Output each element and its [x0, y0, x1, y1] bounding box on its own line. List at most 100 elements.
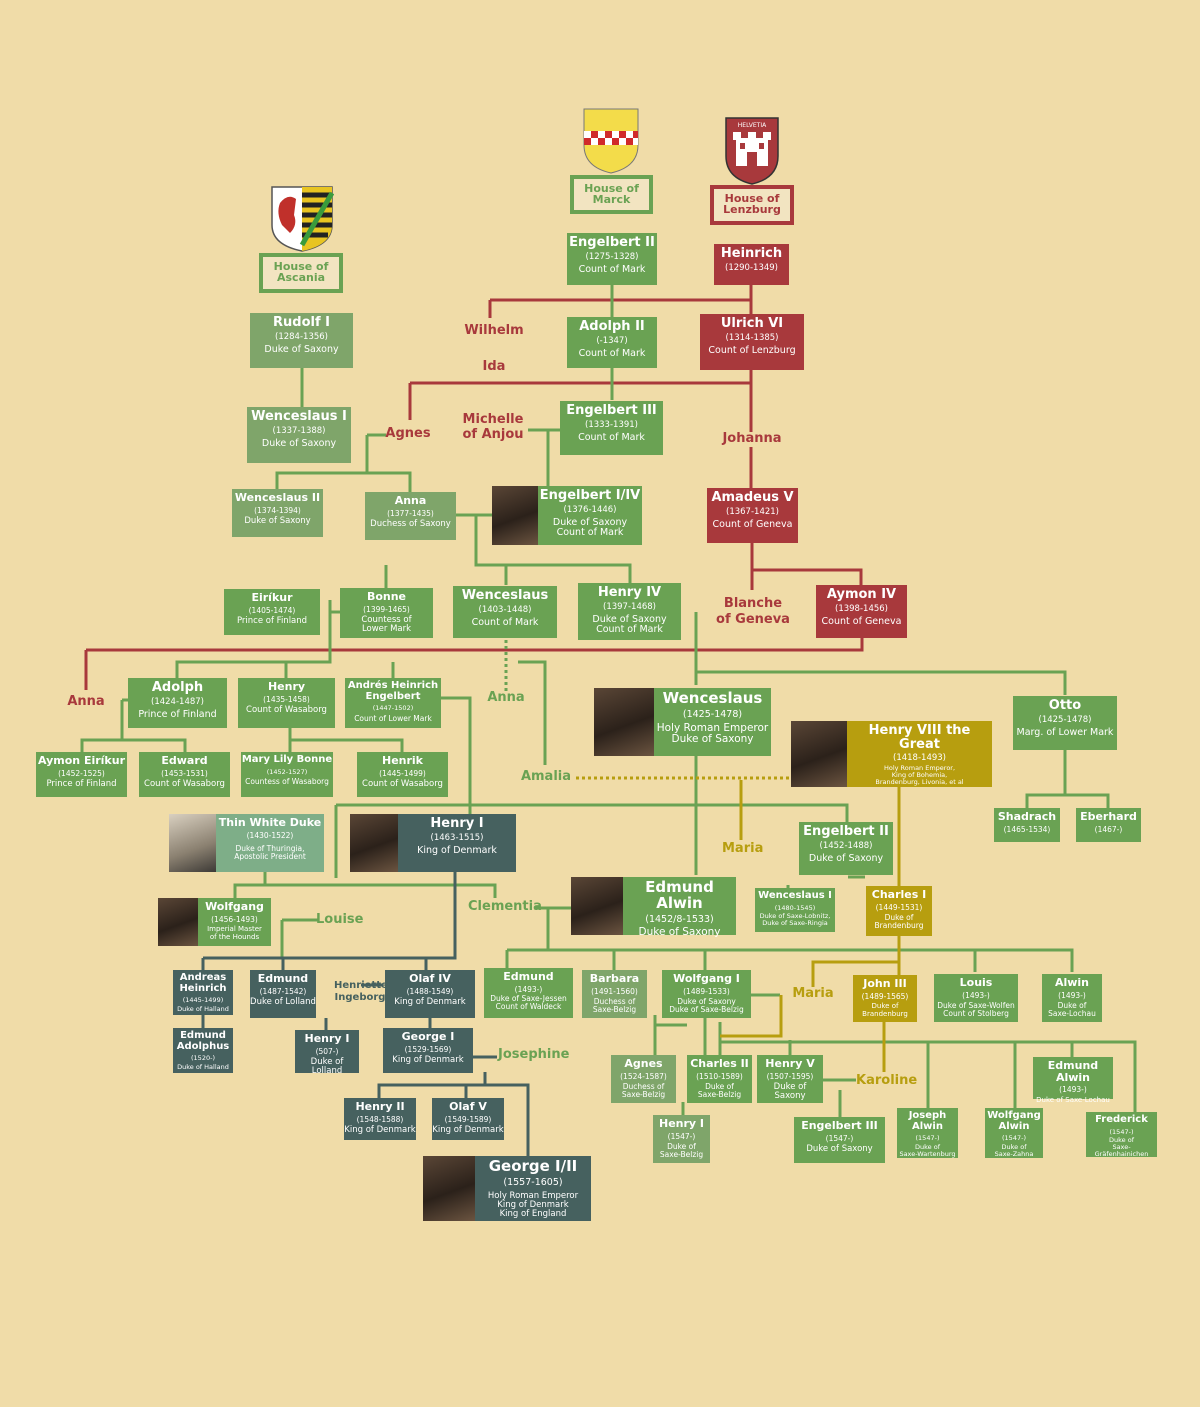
person-henry-i-denmark[interactable]: Henry I(1463-1515)King of Denmark: [398, 814, 516, 872]
person-henry-ii[interactable]: Henry II(1548-1588)King of Denmark: [344, 1098, 416, 1140]
portrait-engelbert-i-iv: [492, 486, 538, 545]
person-henrik[interactable]: Henrik(1445-1499)Count of Wasaborg: [357, 752, 448, 797]
title: Duke of Saxony: [773, 1082, 807, 1102]
name: Andrés Heinrich: [347, 680, 439, 691]
title: King of Denmark: [344, 1125, 416, 1136]
title2: King of Denmark: [497, 1199, 569, 1210]
dates: (1489-1533): [683, 986, 730, 996]
person-engelbert-ii[interactable]: Engelbert II(1275-1328)Count of Mark: [567, 233, 657, 285]
person-ulrich-vi[interactable]: Ulrich VI(1314-1385)Count of Lenzburg: [700, 314, 804, 370]
dates: (1524-1587): [620, 1071, 667, 1081]
dates: (1333-1391): [585, 419, 638, 430]
title: Duke of: [884, 913, 914, 923]
name: Wenceslaus: [461, 588, 549, 603]
house-lenzburg: House of Lenzburg: [710, 185, 794, 225]
title2: Brandenburg: [874, 921, 924, 931]
title: Duke of Saxony: [677, 997, 736, 1007]
person-adolph-ii[interactable]: Adolph II(-1347)Count of Mark: [567, 317, 657, 368]
person-george-i[interactable]: George I(1529-1569)King of Denmark: [383, 1028, 473, 1073]
title: Countess of: [361, 615, 412, 626]
person-wenceslaus-1403[interactable]: Wenceslaus(1403-1448)Count of Mark: [453, 586, 557, 638]
person-wenceslaus-i[interactable]: Wenceslaus I(1337-1388)Duke of Saxony: [247, 407, 351, 463]
person-adolph[interactable]: Adolph(1424-1487)Prince of Finland: [128, 678, 227, 728]
person-heinrich[interactable]: Heinrich(1290-1349): [714, 244, 789, 285]
person-mary-lily-bonne[interactable]: Mary Lily Bonne(1452-1527)Countess of Wa…: [241, 752, 333, 797]
person-engelbert-ii-saxony[interactable]: Engelbert II(1452-1488)Duke of Saxony: [799, 822, 893, 875]
person-otto[interactable]: Otto(1425-1478)Marg. of Lower Mark: [1013, 696, 1117, 750]
name: Engelbert I/IV: [539, 488, 641, 503]
title2: Brandenburg: [862, 1009, 908, 1018]
person-eirikur[interactable]: Eiríkur(1405-1474)Prince of Finland: [224, 589, 320, 635]
person-edmund-1487[interactable]: Edmund(1487-1542)Duke of Lolland: [250, 970, 316, 1018]
name: Edmund Alwin: [645, 878, 714, 912]
title2: Duke of Saxe-Ringia: [762, 919, 828, 928]
title: Duke of: [1057, 1001, 1087, 1011]
dates: (1510-1589): [696, 1071, 743, 1081]
title: Marg. of Lower Mark: [1016, 726, 1114, 738]
title: Duke of: [871, 1002, 899, 1011]
dates: (1547-): [1002, 1134, 1026, 1142]
person-thin-white-duke[interactable]: Thin White Duke(1430-1522)Duke of Thurin…: [216, 814, 324, 872]
person-engelbert-iii-saxony[interactable]: Engelbert III(1547-)Duke of Saxony: [794, 1117, 885, 1163]
person-shadrach[interactable]: Shadrach(1465-1534): [994, 808, 1060, 842]
title: Duchess of: [593, 997, 636, 1007]
name: Eberhard: [1080, 810, 1137, 823]
title2: Apostolic President: [234, 852, 306, 862]
person-olaf-v[interactable]: Olaf V(1549-1589)King of Denmark: [432, 1098, 504, 1140]
person-henry-i-lolland[interactable]: Henry I(507-)Duke of Lolland: [295, 1030, 359, 1076]
person-olaf-iv[interactable]: Olaf IV(1488-1549)King of Denmark: [385, 970, 475, 1018]
person-henry-viii-the-great[interactable]: Henry VIII the Great(1418-1493)Holy Roma…: [847, 721, 992, 787]
dates: (1445-1499): [379, 768, 426, 778]
person-wenceslaus-ii[interactable]: Wenceslaus II(1374-1394)Duke of Saxony: [232, 489, 323, 537]
person-george-i-ii[interactable]: George I/II(1557-1605)Holy Roman Emperor…: [475, 1156, 591, 1221]
person-rudolf-i[interactable]: Rudolf I(1284-1356)Duke of Saxony: [250, 313, 353, 368]
person-edmund-alwin-lochau[interactable]: Edmund Alwin(1493-)Duke of Saxe-Lochau: [1033, 1057, 1113, 1104]
person-henry-v[interactable]: Henry V(1507-1595)Duke of Saxony: [757, 1055, 823, 1103]
helvetia-text: HELVETIA: [738, 122, 767, 129]
spouse-ida: Ida: [476, 359, 512, 375]
person-amadeus-v[interactable]: Amadeus V(1367-1421)Count of Geneva: [707, 488, 798, 543]
person-eberhard[interactable]: Eberhard(1467-): [1076, 808, 1141, 842]
person-edward[interactable]: Edward(1453-1531)Count of Wasaborg: [139, 752, 230, 797]
title: Duke of Saxe-Wolfen: [937, 1001, 1015, 1011]
person-wenceslaus-i-lobnitz[interactable]: Wenceslaus I(1480-1545)Duke of Saxe-Lobn…: [755, 888, 835, 932]
person-henry-1435[interactable]: Henry(1435-1458)Count of Wasaborg: [238, 678, 335, 728]
name: Wenceslaus I: [758, 890, 832, 901]
title: Count of Geneva: [821, 615, 902, 627]
title: Count of Wasaborg: [362, 779, 443, 790]
person-anna-1377[interactable]: Anna(1377-1435)Duchess of Saxony: [365, 492, 456, 540]
dates: (1493-): [1059, 1085, 1087, 1095]
person-edmund-alwin[interactable]: Edmund Alwin(1452/8-1533)Duke of Saxony: [623, 877, 736, 938]
dates: (1398-1456): [835, 603, 888, 614]
title: Duke of Saxony: [552, 516, 628, 528]
dates: (1445-1499): [182, 996, 224, 1004]
person-engelbert-iii[interactable]: Engelbert III(1333-1391)Count of Mark: [560, 401, 663, 455]
person-aymon-eirikur[interactable]: Aymon Eiríkur(1452-1525)Prince of Finlan…: [36, 752, 127, 797]
title2: Saxe-Wartenburg: [899, 1149, 956, 1158]
person-aymon-iv[interactable]: Aymon IV(1398-1456)Count of Geneva: [816, 585, 907, 638]
name: Edmund: [503, 970, 554, 983]
name: Henrik: [381, 754, 423, 767]
